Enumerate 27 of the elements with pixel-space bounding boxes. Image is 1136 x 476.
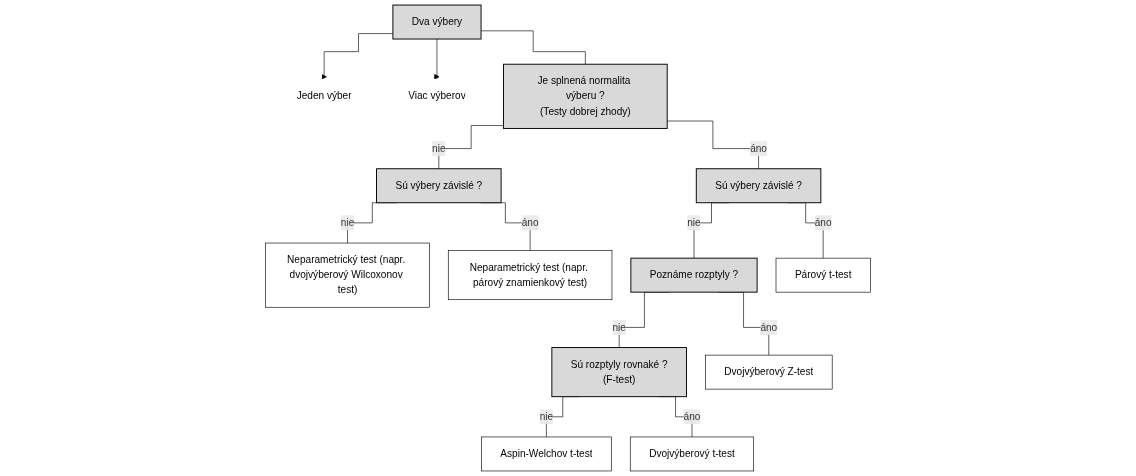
node-box: Neparametrický test (napr. dvojvýberový Wilcoxonov test) [265, 242, 430, 308]
node-box: Aspin-Welchov t-test [481, 436, 612, 472]
edge-label: nie [539, 411, 554, 422]
edge-label: áno [683, 411, 701, 422]
node-box: Dvojvýberový Z-test [705, 354, 833, 390]
connector [438, 125, 504, 170]
node-box: Sú výbery závislé ? [695, 168, 822, 204]
node-text: Viac výberov [408, 90, 466, 102]
edge-label: nie [340, 217, 355, 228]
edge-label: áno [760, 321, 778, 333]
node-text: Jeden výber [296, 90, 352, 102]
node-box: Dvojvýberový t-test [629, 436, 754, 472]
connector [666, 120, 759, 170]
connector [480, 30, 586, 65]
edge-label: áno [750, 142, 767, 154]
node-box: Dva výbery [392, 4, 482, 40]
edge-label: nie [432, 142, 446, 154]
node-box: Sú výbery závislé ? [376, 168, 502, 204]
node-box: Poznáme rozptyly ? [630, 257, 758, 293]
node-box: Sú rozptyly rovnaké ? (F-test) [551, 347, 687, 398]
node-box: Je splnená normalita výberu ? (Testy dobrej zhody) [503, 63, 668, 129]
node-box: Párový t-test [775, 257, 871, 293]
node-box: Neparametrický test (napr. párový znamienkový test) [447, 250, 613, 300]
edge-label: áno [814, 217, 832, 228]
edge-label: nie [687, 217, 701, 228]
edge-label: nie [612, 321, 626, 333]
edge-label: áno [521, 217, 539, 228]
